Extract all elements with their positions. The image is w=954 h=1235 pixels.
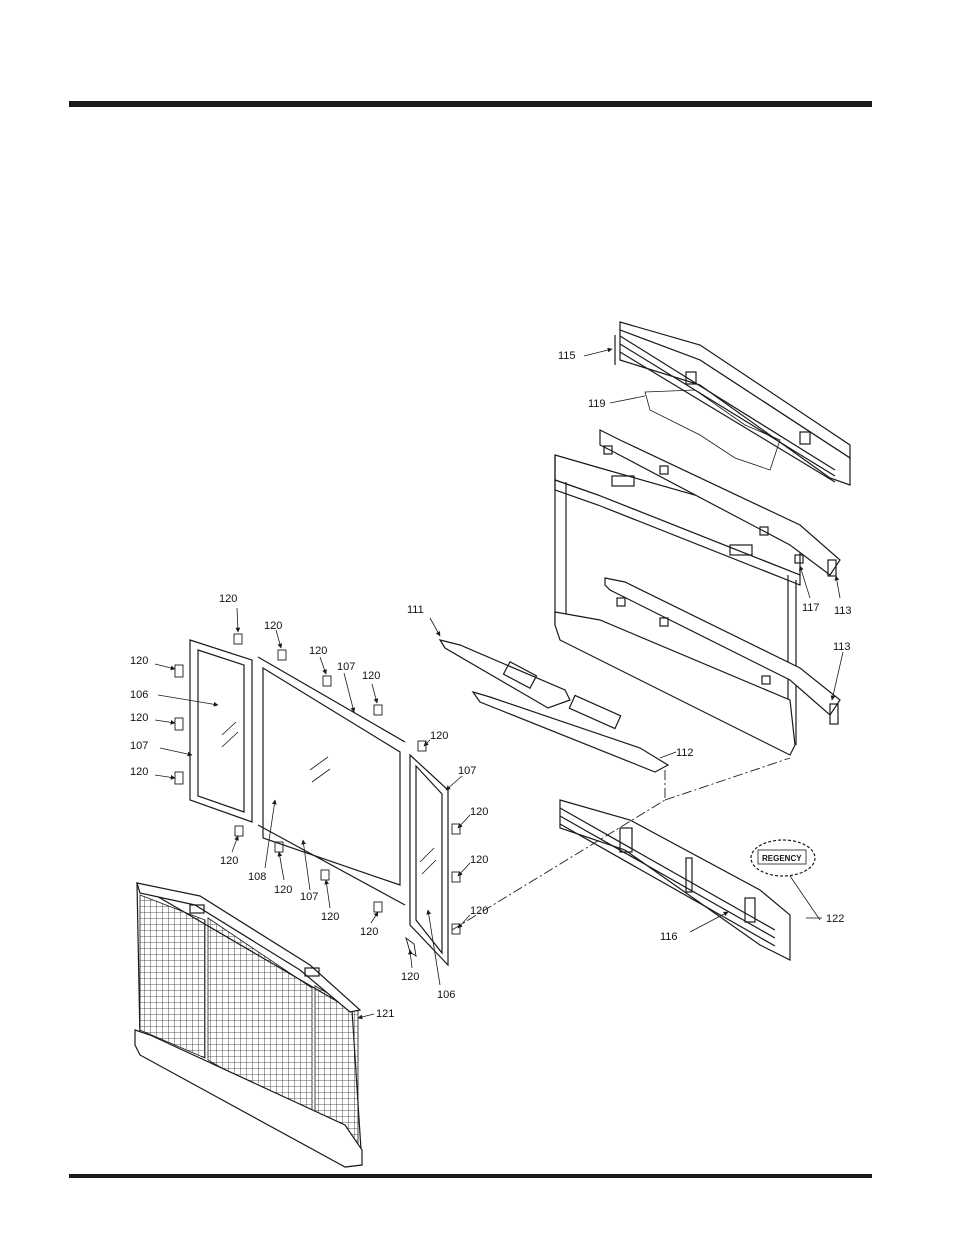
right-glass-panel [409, 753, 449, 967]
left-glass-panel [189, 639, 253, 823]
callout-113-upper: 113 [834, 605, 852, 617]
callout-121: 121 [376, 1008, 394, 1020]
callout-115: 115 [558, 350, 576, 362]
callout-106-right: 106 [437, 989, 455, 1001]
callout-120-b: 120 [264, 620, 282, 632]
callout-119: 119 [588, 398, 606, 410]
callout-113-lower: 113 [833, 641, 851, 653]
callout-107-right: 107 [458, 765, 476, 777]
callout-120-j: 120 [470, 854, 488, 866]
callout-108: 108 [248, 871, 266, 883]
callout-117: 117 [802, 602, 820, 614]
callout-112: 112 [676, 747, 694, 759]
callout-120-a: 120 [219, 593, 237, 605]
center-glass-panel [257, 656, 406, 906]
callout-120-h: 120 [430, 730, 448, 742]
callout-120-e: 120 [130, 655, 148, 667]
callout-116: 116 [660, 931, 678, 943]
gasket-119 [644, 389, 781, 471]
bottom-cap-116 [559, 799, 791, 961]
callout-106-left: 106 [130, 689, 148, 701]
callout-120-k: 120 [470, 905, 488, 917]
callout-107-bottom: 107 [300, 891, 318, 903]
header-rule [69, 101, 872, 107]
main-frame [554, 429, 841, 756]
regency-logo-text: REGENCY [762, 854, 802, 863]
callout-122: 122 [826, 913, 844, 925]
callout-111: 111 [407, 604, 424, 616]
screen-121 [134, 881, 363, 1168]
callout-120-m: 120 [274, 884, 292, 896]
callout-120-n: 120 [321, 911, 339, 923]
callout-120-g: 120 [130, 766, 148, 778]
callout-120-f: 120 [130, 712, 148, 724]
rail-111 [438, 639, 571, 709]
regency-logo-122 [750, 839, 821, 921]
callout-120-i: 120 [470, 806, 488, 818]
callout-120-c: 120 [309, 645, 327, 657]
rail-112 [471, 690, 670, 773]
top-cap-115 [614, 321, 851, 486]
callout-labels: 115 119 117 113 113 111 112 116 122 121 … [130, 350, 852, 1020]
callout-107-top: 107 [337, 661, 355, 673]
footer-rule [69, 1174, 872, 1178]
callout-120-p: 120 [401, 971, 419, 983]
callout-120-o: 120 [360, 926, 378, 938]
callout-107-left: 107 [130, 740, 148, 752]
callout-120-l: 120 [220, 855, 238, 867]
callout-120-d: 120 [362, 670, 380, 682]
